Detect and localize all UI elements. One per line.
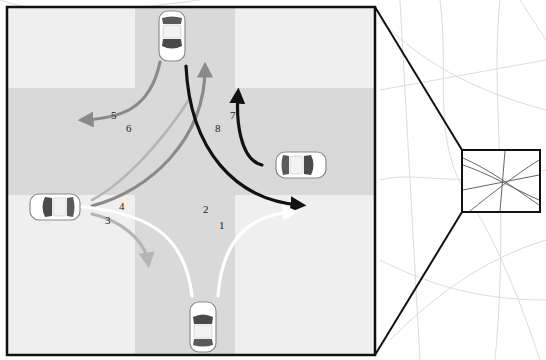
callout-number: 1 <box>218 219 226 231</box>
callout-number: 2 <box>202 203 210 215</box>
callout-number: 5 <box>110 109 118 121</box>
map-detail <box>463 151 539 211</box>
zoom-box <box>462 150 540 212</box>
panel-border <box>7 7 375 355</box>
callout-number: 4 <box>118 200 126 212</box>
through-arrow <box>92 98 190 200</box>
callout-number: 6 <box>125 122 133 134</box>
car <box>190 302 216 352</box>
car <box>30 194 80 220</box>
right-turn-arrow <box>218 212 292 296</box>
left-turn-arrow <box>186 66 300 205</box>
left-turn-arrow <box>62 205 192 296</box>
callout-number: 7 <box>229 109 237 121</box>
panel-ground <box>7 7 375 355</box>
zoom-line <box>375 7 462 150</box>
car <box>159 11 185 61</box>
car <box>276 152 326 178</box>
left-turn-arrow <box>84 62 160 120</box>
callout-number: 3 <box>104 214 112 226</box>
right-turn-arrow <box>238 94 262 165</box>
callout-number: 8 <box>214 122 222 134</box>
zoom-line <box>375 212 462 355</box>
